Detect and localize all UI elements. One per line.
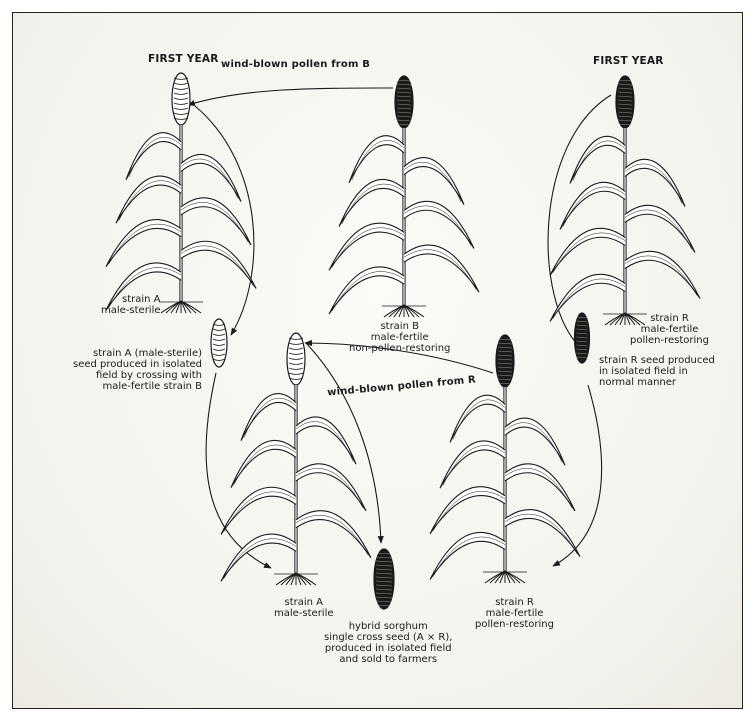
note-a-seed: strain A (male-sterile) seed produced in… <box>73 348 202 392</box>
plant-strain-r-bottom <box>430 335 580 583</box>
strain-a-bottom-desc: male-sterile <box>274 608 334 619</box>
plant-strain-r-top <box>550 76 700 325</box>
label-strain-r-bottom: strain R male-fertile pollen-restoring <box>475 597 554 630</box>
label-strain-r-top: strain R male-fertile pollen-restoring <box>630 313 709 346</box>
note-a-seed-line2: seed produced in isolated <box>73 359 202 370</box>
note-r-seed-line1: strain R seed produced <box>599 355 715 366</box>
strain-b-name: strain B <box>349 321 450 332</box>
note-hybrid-line1: hybrid sorghum <box>324 621 452 632</box>
plant-strain-a-bottom-leaf <box>296 464 366 511</box>
note-r-seed: strain R seed produced in isolated field… <box>599 355 715 388</box>
heading-first-year-left: FIRST YEAR <box>148 54 219 65</box>
plant-strain-b <box>329 76 479 317</box>
plant-strain-r-top-leaf <box>570 136 625 183</box>
label-strain-a-bottom: strain A male-sterile <box>274 597 334 619</box>
arrow-pollen-from-b <box>188 88 393 105</box>
plant-strain-r-bottom-leaf <box>440 441 505 488</box>
plant-strain-a-top-leaf <box>181 198 251 245</box>
plant-strain-a-top <box>106 73 256 313</box>
plant-strain-r-bottom-leaf <box>430 487 505 534</box>
note-a-seed-line4: male-fertile strain B <box>73 381 202 392</box>
plant-strain-a-bottom-leaf <box>241 394 296 441</box>
plant-strain-a-top-leaf <box>181 241 256 288</box>
strain-r-top-desc: male-fertile <box>630 324 709 335</box>
plant-strain-a-bottom-leaf <box>296 417 356 464</box>
plant-strain-a-top-leaf <box>116 176 181 223</box>
plant-strain-a-bottom-roots <box>274 573 318 585</box>
plant-strain-r-top-leaf <box>550 228 625 275</box>
note-hybrid-line3: produced in isolated field <box>324 643 452 654</box>
plant-strain-a-bottom <box>221 333 371 585</box>
strain-r-top-name: strain R <box>630 313 709 324</box>
arrow-r-seed-to-bottom <box>553 385 602 566</box>
note-r-seed-line3: normal manner <box>599 377 715 388</box>
plant-strain-r-bottom-head <box>496 335 514 387</box>
plant-strain-r-bottom-leaf <box>505 464 575 511</box>
note-a-seed-line1: strain A (male-sterile) <box>73 348 202 359</box>
plant-strain-b-head <box>395 76 413 128</box>
strain-b-desc: male-fertile <box>349 332 450 343</box>
arrow-a-to-seed <box>195 106 254 335</box>
strain-a-bottom-name: strain A <box>274 597 334 608</box>
seed-head-hybrid <box>374 549 394 609</box>
strain-r-top-desc2: pollen-restoring <box>630 335 709 346</box>
plant-strain-a-bottom-head <box>287 333 305 385</box>
plant-strain-r-bottom-leaf <box>430 532 505 579</box>
plant-strain-r-top-leaf <box>560 182 625 229</box>
heading-first-year-right: FIRST YEAR <box>593 56 664 67</box>
plant-strain-a-bottom-leaf <box>231 440 296 487</box>
strain-a-top-name: strain A <box>101 294 161 305</box>
note-hybrid: hybrid sorghum single cross seed (A × R)… <box>324 621 452 665</box>
plant-strain-b-roots <box>382 305 426 317</box>
plant-strain-a-top-leaf <box>181 154 241 201</box>
note-hybrid-line4: and sold to farmers <box>324 654 452 665</box>
plant-strain-b-leaf <box>404 245 479 292</box>
strain-a-top-desc: male-sterile <box>101 305 161 316</box>
plant-strain-a-bottom-leaf <box>296 511 371 558</box>
plant-strain-b-leaf <box>329 223 404 270</box>
note-hybrid-line2: single cross seed (A × R), <box>324 632 452 643</box>
label-strain-a-top: strain A male-sterile <box>101 294 161 316</box>
plant-strain-a-top-leaf <box>126 133 181 180</box>
label-strain-b: strain B male-fertile non-pollen-restori… <box>349 321 450 354</box>
plant-strain-r-top-head <box>616 76 634 128</box>
plant-strain-a-top-roots <box>159 301 203 313</box>
strain-b-desc2: non-pollen-restoring <box>349 343 450 354</box>
label-pollen-from-b: wind-blown pollen from B <box>221 59 370 70</box>
plant-strain-b-leaf <box>404 158 464 205</box>
plant-strain-b-leaf <box>404 201 474 248</box>
plant-strain-r-bottom-leaf <box>505 510 580 557</box>
plant-strain-a-top-head <box>172 73 190 125</box>
plant-strain-a-top-leaf <box>106 220 181 267</box>
plant-strain-b-leaf <box>349 136 404 183</box>
note-r-seed-line2: in isolated field in <box>599 366 715 377</box>
strain-r-bottom-desc: male-fertile <box>475 608 554 619</box>
plant-strain-r-bottom-roots <box>483 571 527 583</box>
plant-strain-b-leaf <box>339 179 404 226</box>
seed-head-strain-r <box>575 313 590 363</box>
seed-head-strain-a <box>211 319 227 367</box>
strain-r-bottom-name: strain R <box>475 597 554 608</box>
diagram-frame: FIRST YEAR FIRST YEAR wind-blown pollen … <box>12 12 743 709</box>
note-a-seed-line3: field by crossing with <box>73 370 202 381</box>
plant-strain-r-top-leaf <box>625 205 695 252</box>
plant-strain-r-top-leaf <box>625 159 685 206</box>
strain-r-bottom-desc2: pollen-restoring <box>475 619 554 630</box>
plant-strain-b-leaf <box>329 267 404 314</box>
plant-strain-r-top-leaf <box>625 251 700 298</box>
plant-strain-r-bottom-leaf <box>450 395 505 442</box>
plant-strain-r-bottom-leaf <box>505 418 565 465</box>
plant-strain-a-bottom-leaf <box>221 487 296 534</box>
plant-strain-r-top-leaf <box>550 274 625 321</box>
